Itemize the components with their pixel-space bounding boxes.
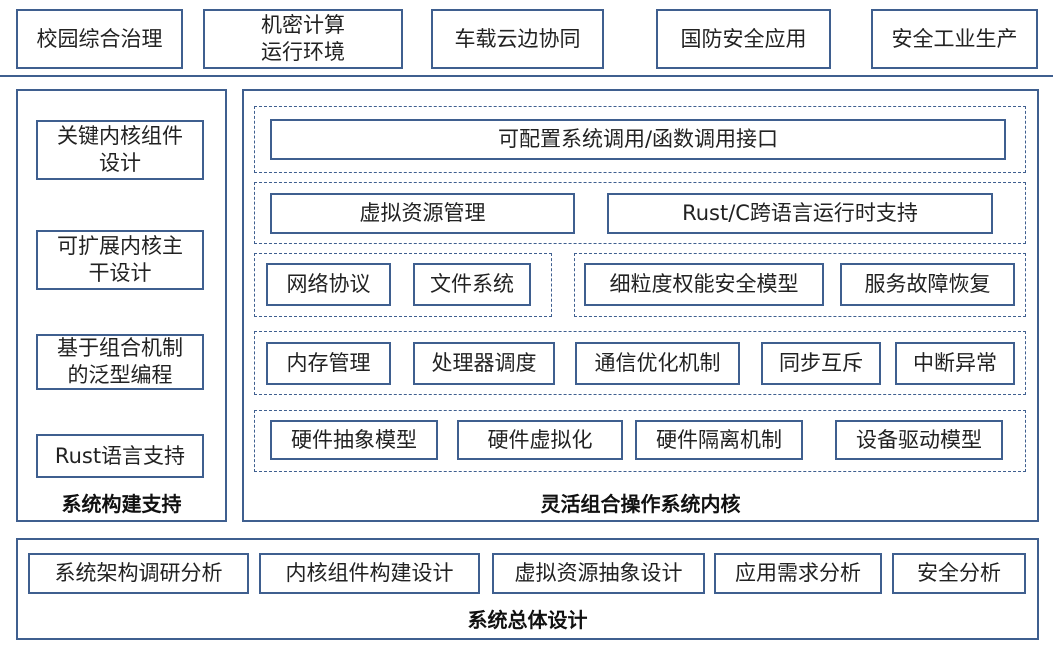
kernel-item-label: 网络协议 <box>286 272 371 296</box>
kernel-item-network-protocol: 网络协议 <box>266 263 391 306</box>
design-item-kernel-component-design: 内核组件构建设计 <box>259 553 480 594</box>
app-label: 国防安全应用 <box>680 26 807 51</box>
kernel-group-core <box>254 331 1026 395</box>
left-panel-frame <box>16 89 227 522</box>
design-item-label: 虚拟资源抽象设计 <box>514 561 683 585</box>
app-industrial-production: 安全工业生产 <box>871 9 1038 69</box>
kernel-item-hw-abstraction: 硬件抽象模型 <box>270 420 438 460</box>
left-item-label: 关键内核组件 设计 <box>57 124 183 175</box>
app-campus-governance: 校园综合治理 <box>16 9 183 69</box>
left-item-label: 可扩展内核主 干设计 <box>57 234 183 285</box>
kernel-item-label: 通信优化机制 <box>594 351 721 375</box>
app-confidential-computing: 机密计算 运行环境 <box>203 9 403 69</box>
kernel-item-label: 同步互斥 <box>779 351 863 375</box>
kernel-item-label: 处理器调度 <box>431 351 537 375</box>
design-item-label: 应用需求分析 <box>735 561 861 585</box>
kernel-item-label: 中断异常 <box>913 351 997 375</box>
kernel-item-label: 硬件虚拟化 <box>487 427 593 452</box>
kernel-item-syscall-interface: 可配置系统调用/函数调用接口 <box>270 119 1006 160</box>
kernel-item-device-driver: 设备驱动模型 <box>835 420 1003 460</box>
design-item-architecture-research: 系统架构调研分析 <box>28 553 249 594</box>
kernel-item-label: 可配置系统调用/函数调用接口 <box>497 127 779 151</box>
app-label: 校园综合治理 <box>36 26 163 51</box>
left-item-rust-support: Rust语言支持 <box>36 434 204 478</box>
left-item-label: Rust语言支持 <box>54 443 186 468</box>
design-item-virtual-resource-design: 虚拟资源抽象设计 <box>492 553 705 594</box>
design-item-security-analysis: 安全分析 <box>892 553 1026 594</box>
app-national-defense: 国防安全应用 <box>656 9 831 69</box>
kernel-item-label: 服务故障恢复 <box>864 272 991 296</box>
kernel-item-fault-recovery: 服务故障恢复 <box>840 263 1015 306</box>
kernel-group-hardware <box>254 410 1026 472</box>
kernel-item-scheduler: 处理器调度 <box>413 342 555 385</box>
kernel-item-ipc-optimization: 通信优化机制 <box>575 342 740 385</box>
design-panel-title: 系统总体设计 <box>467 608 588 632</box>
left-item-label: 基于组合机制 的泛型编程 <box>57 336 183 387</box>
design-panel-frame <box>16 538 1039 640</box>
design-item-label: 内核组件构建设计 <box>285 561 454 585</box>
design-item-label: 安全分析 <box>917 561 1001 585</box>
app-vehicle-cloud-edge: 车载云边协同 <box>431 9 604 69</box>
kernel-group-runtime <box>254 182 1026 244</box>
kernel-item-label: Rust/C跨语言运行时支持 <box>682 201 918 225</box>
left-item-extensible-kernel: 可扩展内核主 干设计 <box>36 230 204 290</box>
kernel-item-cross-language-runtime: Rust/C跨语言运行时支持 <box>607 193 993 234</box>
kernel-item-label: 内存管理 <box>286 351 371 375</box>
kernel-item-label: 硬件隔离机制 <box>656 427 782 452</box>
kernel-item-label: 细粒度权能安全模型 <box>609 272 799 296</box>
kernel-item-hw-virtualization: 硬件虚拟化 <box>457 420 623 460</box>
kernel-panel-frame <box>242 89 1039 522</box>
kernel-item-interrupt-exception: 中断异常 <box>895 342 1015 385</box>
kernel-item-label: 虚拟资源管理 <box>359 201 486 225</box>
design-item-requirements-analysis: 应用需求分析 <box>714 553 882 594</box>
kernel-item-hw-isolation: 硬件隔离机制 <box>635 420 803 460</box>
separator-line <box>0 75 1053 77</box>
kernel-item-file-system: 文件系统 <box>413 263 531 306</box>
left-item-key-kernel-components: 关键内核组件 设计 <box>36 120 204 180</box>
design-item-label: 系统架构调研分析 <box>54 561 223 585</box>
left-panel-title: 系统构建支持 <box>61 492 182 516</box>
app-label: 安全工业生产 <box>891 26 1018 51</box>
kernel-item-virtual-resource-mgmt: 虚拟资源管理 <box>270 193 575 234</box>
kernel-item-label: 文件系统 <box>430 272 514 296</box>
kernel-item-capability-model: 细粒度权能安全模型 <box>584 263 824 306</box>
app-label: 机密计算 运行环境 <box>261 13 345 64</box>
kernel-item-memory-mgmt: 内存管理 <box>266 342 391 385</box>
kernel-group-net-fs <box>254 253 552 317</box>
kernel-item-label: 设备驱动模型 <box>856 427 982 452</box>
kernel-group-security <box>574 253 1026 317</box>
kernel-panel-title: 灵活组合操作系统内核 <box>540 492 741 516</box>
kernel-group-interface <box>254 106 1026 173</box>
kernel-item-sync-mutex: 同步互斥 <box>761 342 881 385</box>
app-label: 车载云边协同 <box>454 26 581 51</box>
kernel-item-label: 硬件抽象模型 <box>291 427 417 452</box>
left-item-generic-programming: 基于组合机制 的泛型编程 <box>36 334 204 390</box>
